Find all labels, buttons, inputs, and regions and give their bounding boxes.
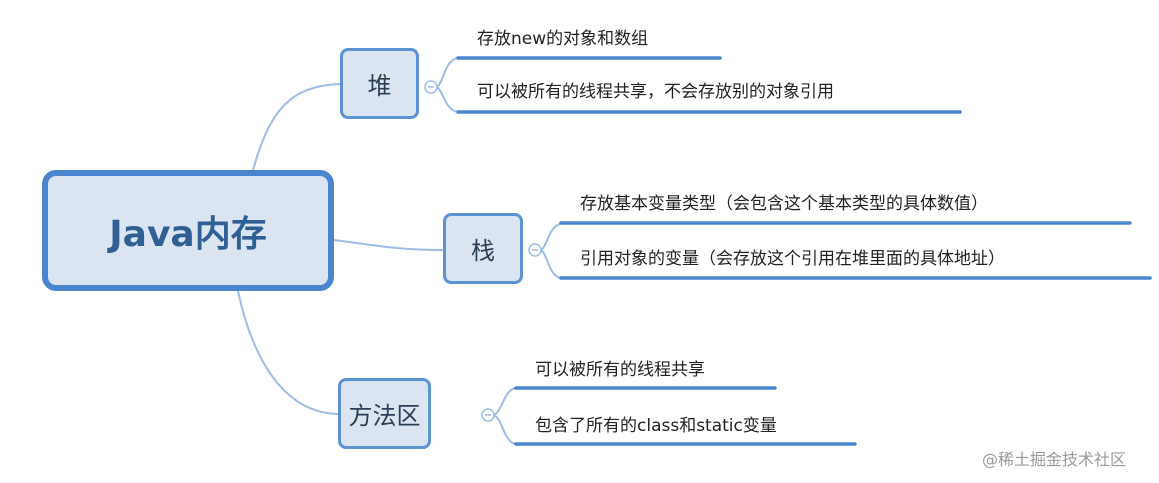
leaf-item[interactable]: 引用对象的变量（会存放这个引用在堆里面的具体地址） xyxy=(580,249,1005,269)
leaf-item[interactable]: 存放new的对象和数组 xyxy=(477,29,649,49)
leaf-item[interactable]: 可以被所有的线程共享 xyxy=(535,360,705,380)
root-node[interactable]: Java内存 xyxy=(42,170,334,291)
branch-node-method-area[interactable]: 方法区 xyxy=(338,378,431,449)
leaf-item[interactable]: 存放基本变量类型（会包含这个基本类型的具体数值） xyxy=(580,194,988,214)
watermark: @稀土掘金技术社区 xyxy=(982,450,1127,469)
link-root-heap xyxy=(252,83,341,171)
leaf-item[interactable]: 可以被所有的线程共享，不会存放别的对象引用 xyxy=(477,82,834,102)
link-root-stack xyxy=(333,239,444,251)
branch-node-heap[interactable]: 堆 xyxy=(340,48,419,119)
link-root-method xyxy=(237,290,339,415)
branch-label: 栈 xyxy=(471,237,495,265)
bracket-stack xyxy=(539,223,561,279)
leaf-item[interactable]: 包含了所有的class和static变量 xyxy=(535,416,777,436)
bracket-heap xyxy=(435,57,458,113)
branch-node-stack[interactable]: 栈 xyxy=(443,213,523,284)
root-label: Java内存 xyxy=(109,213,267,255)
bracket-method xyxy=(491,387,516,445)
branch-label: 方法区 xyxy=(348,402,421,430)
branch-label: 堆 xyxy=(367,72,392,100)
